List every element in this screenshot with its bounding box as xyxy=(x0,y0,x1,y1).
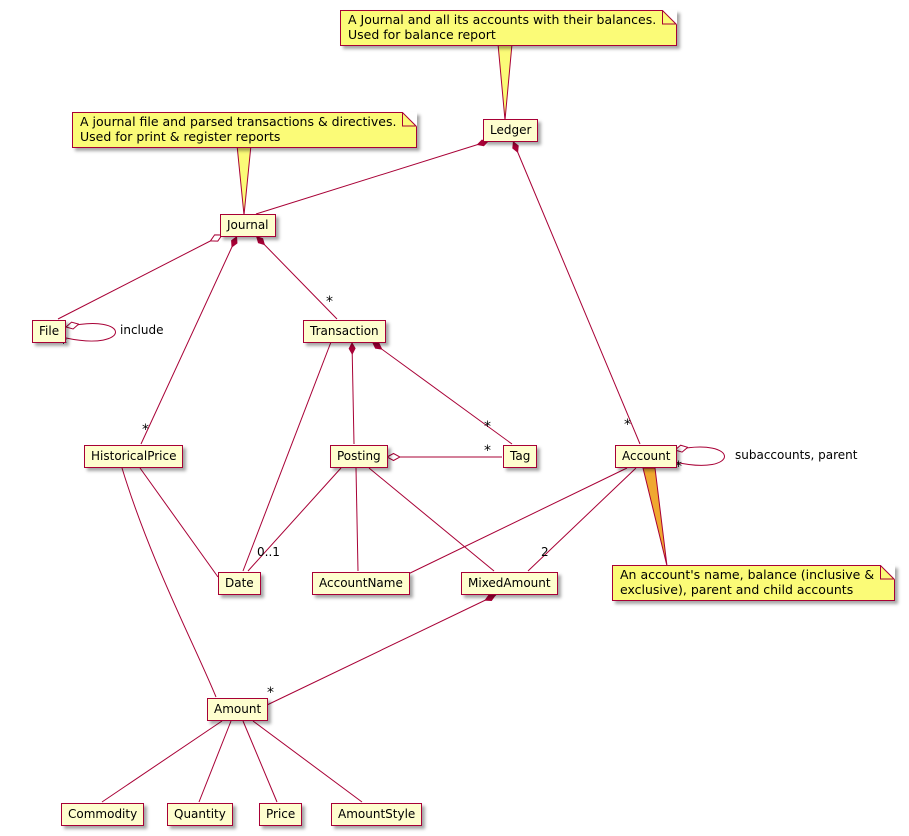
note-account-line2: exclusive), parent and child accounts xyxy=(620,581,854,597)
class-ledger: Ledger xyxy=(483,119,539,142)
class-mixedamount: MixedAmount xyxy=(461,572,558,595)
edge-account-accountname xyxy=(403,467,628,577)
edge-posting-date xyxy=(247,467,342,572)
class-quantity: Quantity xyxy=(167,803,233,826)
note-connector-journal xyxy=(236,144,252,216)
multiplicity-posting-date: 0..1 xyxy=(257,545,280,559)
multiplicity-transactions: * xyxy=(326,294,333,310)
edge-transaction-posting xyxy=(348,341,356,445)
note-journal-line2: Used for print & register reports xyxy=(80,128,281,144)
class-amountstyle: AmountStyle xyxy=(331,803,423,826)
multiplicity-ledger-accounts: * xyxy=(624,417,631,433)
edge-journal-transaction xyxy=(255,235,338,320)
multiplicity-historicalprices: * xyxy=(142,422,149,438)
class-date: Date xyxy=(218,572,261,595)
note-connector-account xyxy=(642,467,668,567)
note-ledger: A Journal and all its accounts with thei… xyxy=(340,10,678,46)
note-fold-icon xyxy=(402,112,418,127)
note-fold-icon xyxy=(880,565,896,580)
multiplicity-subaccounts: * xyxy=(675,459,682,475)
edge-account-selfloop-subaccounts xyxy=(675,447,725,466)
edge-amount-amountstyle xyxy=(252,720,363,803)
label-include: include xyxy=(120,323,164,337)
edge-account-mixedamount xyxy=(527,467,637,572)
edge-file-selfloop-include xyxy=(66,324,116,342)
edge-journal-file xyxy=(57,235,222,320)
class-journal: Journal xyxy=(220,214,276,237)
edge-amount-price xyxy=(242,720,278,803)
class-amount: Amount xyxy=(207,698,269,721)
note-account-line1: An account's name, balance (inclusive & xyxy=(620,567,875,582)
class-tag: Tag xyxy=(503,445,538,468)
edge-amount-quantity xyxy=(198,720,232,803)
multiplicity-file-include: * xyxy=(60,336,67,352)
edge-historicalprice-date xyxy=(139,467,219,578)
edge-journal-historicalprice xyxy=(140,235,238,445)
label-subaccounts-parent: subaccounts, parent xyxy=(735,448,858,462)
edge-amount-commodity xyxy=(101,720,223,803)
multiplicity-transaction-tags: * xyxy=(484,419,491,435)
edge-posting-mixedamount xyxy=(368,467,495,572)
note-journal-line1: A journal file and parsed transactions &… xyxy=(80,114,397,129)
class-accountname: AccountName xyxy=(312,572,410,595)
class-commodity: Commodity xyxy=(61,803,145,826)
note-ledger-line1: A Journal and all its accounts with thei… xyxy=(348,12,657,27)
edge-posting-accountname xyxy=(355,467,359,572)
multiplicity-amounts: * xyxy=(267,685,274,701)
note-connector-ledger xyxy=(497,43,513,121)
edge-ledger-journal xyxy=(255,139,490,215)
class-historicalprice: HistoricalPrice xyxy=(84,445,184,468)
edge-ledger-account xyxy=(512,140,641,445)
edge-transaction-date xyxy=(242,341,332,572)
note-journal: A journal file and parsed transactions &… xyxy=(72,112,418,148)
edge-mixedamount-amount xyxy=(266,594,497,706)
note-fold-icon xyxy=(662,10,678,25)
multiplicity-posting-tags: * xyxy=(484,443,491,459)
note-account: An account's name, balance (inclusive & … xyxy=(612,565,896,601)
edge-historicalprice-amount xyxy=(121,467,217,698)
class-file: File xyxy=(32,320,67,343)
class-posting: Posting xyxy=(330,445,388,468)
multiplicity-account-mixedamount: 2 xyxy=(541,545,549,559)
class-price: Price xyxy=(259,803,303,826)
note-ledger-line2: Used for balance report xyxy=(348,26,496,42)
class-account: Account xyxy=(615,445,678,468)
class-transaction: Transaction xyxy=(303,320,386,343)
edge-transaction-tag xyxy=(371,341,513,445)
